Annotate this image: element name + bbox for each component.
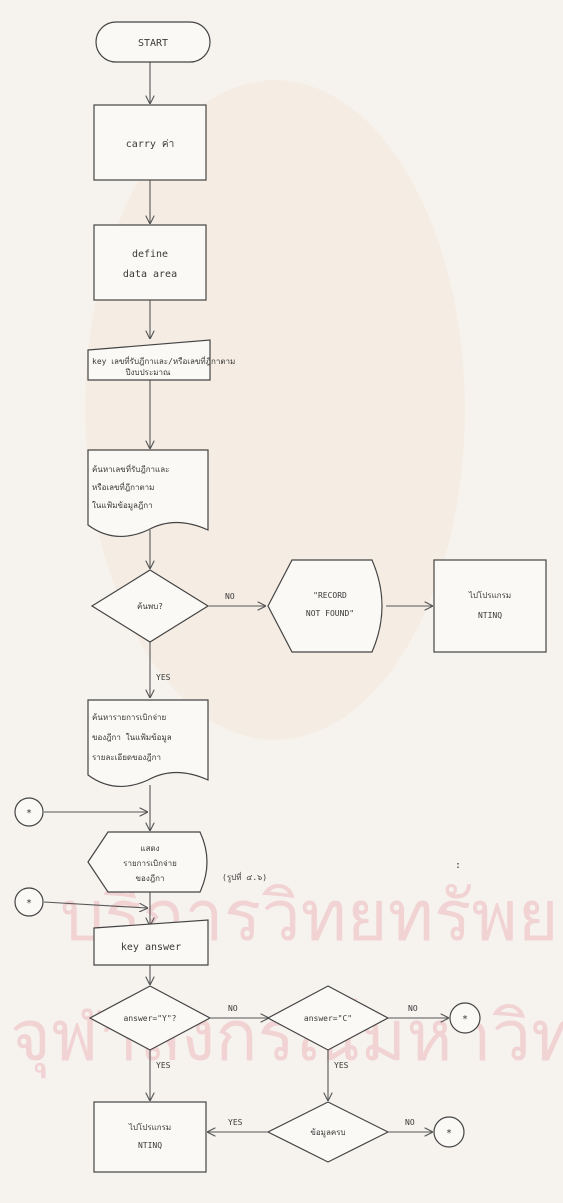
define-line-1: define	[132, 249, 168, 260]
found-label: ค้นพบ?	[137, 602, 163, 611]
yes-label-1: YES	[156, 673, 171, 682]
yes-label-2: YES	[156, 1061, 171, 1070]
no-label-1: NO	[225, 592, 235, 601]
display-line-1: แสดง	[140, 844, 159, 853]
display-line-2: รายการเบิกจ่าย	[123, 859, 177, 868]
list-line-2: ของฎีกา ในแฟ้มข้อมูล	[92, 733, 172, 743]
define-line-2: data area	[123, 269, 177, 280]
key-line-1: key เลขที่รับฎีกาและ/หรือเลขที่ฎีกาตาม	[92, 355, 235, 366]
answer-y-decision: answer="Y"?	[88, 985, 212, 1051]
search-line-1: ค้นหาเลขที่รับฎีกาและ	[92, 463, 169, 474]
goto-ntinq-box: ไปโปรแกรม NTINQ	[433, 559, 547, 653]
data-complete-label: ข้อมูลครบ	[310, 1128, 345, 1138]
answer-y-label: answer="Y"?	[124, 1014, 177, 1023]
not-found-line-2: NOT FOUND"	[306, 609, 354, 618]
not-found-line-1: "RECORD	[313, 591, 347, 600]
connector-3-label: *	[462, 1014, 468, 1025]
no-label-4: NO	[405, 1118, 415, 1127]
no-label-3: NO	[408, 1004, 418, 1013]
display-line-3: ของฎีกา	[136, 874, 165, 883]
data-complete-decision: ข้อมูลครบ	[266, 1101, 390, 1163]
connector-4-label: *	[446, 1128, 452, 1139]
not-found-display: "RECORD NOT FOUND"	[267, 559, 383, 653]
define-process: define data area	[93, 224, 207, 301]
connector-circle-1: *	[14, 797, 44, 827]
yes-label-4: YES	[228, 1118, 243, 1127]
start-label: START	[138, 38, 168, 49]
key-answer-label: key answer	[121, 942, 181, 953]
goto-line-1: ไปโปรแกรม	[468, 590, 511, 600]
search-line-2: หรือเลขที่ฎีกาตาม	[92, 481, 154, 492]
no-label-2: NO	[228, 1004, 238, 1013]
connector-circle-4: *	[433, 1116, 465, 1148]
goto2-line-2: NTINQ	[138, 1141, 162, 1150]
goto-line-2: NTINQ	[478, 611, 502, 620]
connector-1-label: *	[26, 808, 32, 819]
key-input: key เลขที่รับฎีกาและ/หรือเลขที่ฎีกาตาม ป…	[87, 339, 235, 381]
connector-2-label: *	[26, 898, 32, 909]
display-records: แสดง รายการเบิกจ่าย ของฎีกา	[87, 831, 208, 893]
search-document: ค้นหาเลขที่รับฎีกาและ หรือเลขที่ฎีกาตาม …	[87, 449, 209, 538]
carry-process: carry ค่า	[93, 104, 207, 181]
connector-circle-3: *	[449, 1002, 481, 1034]
key-line-2: ปีงบประมาณ	[125, 368, 171, 377]
key-answer-input: key answer	[93, 919, 209, 966]
goto-ntinq-box-2: ไปโปรแกรม NTINQ	[93, 1101, 207, 1173]
yes-label-3: YES	[334, 1061, 349, 1070]
display-note: (รูปที่ ๔.๖)	[222, 871, 267, 883]
connector-circle-2: *	[14, 887, 44, 917]
goto2-line-1: ไปโปรแกรม	[128, 1122, 171, 1132]
answer-c-label: answer="C"	[304, 1014, 352, 1023]
carry-label: carry ค่า	[126, 139, 174, 150]
side-mark: :	[455, 860, 461, 871]
arrow-connector2-in	[43, 901, 147, 908]
list-line-1: ค้นหารายการเบิกจ่าย	[92, 713, 166, 722]
search-line-3: ในแฟ้มข้อมูลฎีกา	[92, 501, 153, 511]
found-decision: ค้นพบ?	[90, 569, 210, 643]
start-terminal: START	[95, 21, 211, 63]
list-line-3: รายละเอียดของฎีกา	[92, 753, 161, 762]
list-document: ค้นหารายการเบิกจ่าย ของฎีกา ในแฟ้มข้อมูล…	[87, 699, 209, 788]
